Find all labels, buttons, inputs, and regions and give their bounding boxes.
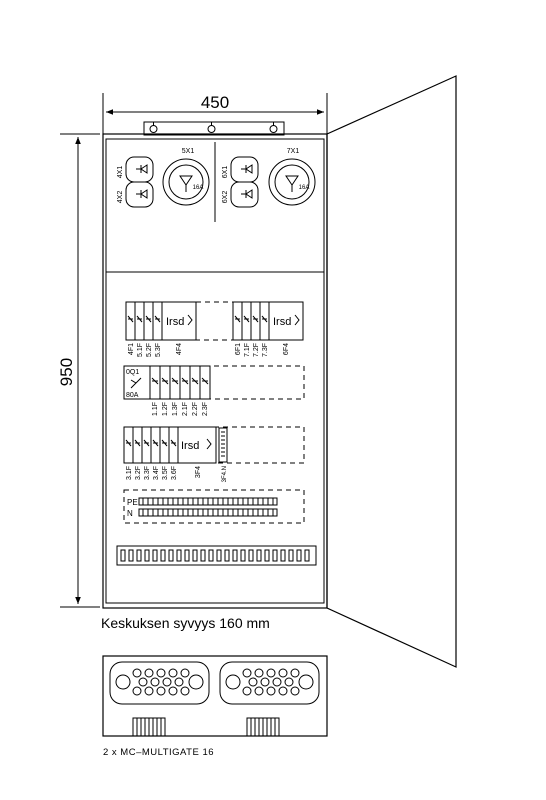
socket-5x1-label: 5X1 (182, 148, 195, 155)
pe-busbar (138, 497, 278, 506)
breaker-label: 2.3F (202, 402, 209, 416)
socket-7x1-label: 7X1 (287, 148, 300, 155)
row1-left-rcd-symbol: Irsd (166, 316, 184, 328)
row1-spare-space (195, 301, 234, 341)
breaker-label: 1.2F (162, 402, 169, 416)
breaker-label: 3.4F (153, 466, 160, 480)
gland-caption: 2 x MC–MULTIGATE 16 (103, 747, 214, 758)
gland-strain-relief (132, 717, 280, 737)
breaker-label: 1.3F (172, 402, 179, 416)
breaker-label: 7.1F (244, 343, 251, 357)
socket-group-right (230, 156, 316, 208)
socket-4x2-label: 4X2 (117, 191, 124, 204)
hanging-bracket (143, 121, 285, 136)
terminal-rail (116, 545, 317, 566)
main-switch-rating: 80A (126, 392, 139, 399)
row3-rcd-symbol: Irsd (181, 440, 199, 452)
n-label: N (127, 509, 133, 518)
pe-label: PE (127, 498, 138, 507)
socket-6x1-label: 6X1 (222, 166, 229, 179)
gland-plate (102, 655, 328, 737)
breaker-label: 5.2F (146, 343, 153, 357)
depth-caption: Keskuksen syvyys 160 mm (101, 615, 270, 631)
breaker-label: 1.1F (152, 402, 159, 416)
main-switch-label: 0Q1 (126, 369, 139, 376)
socket-5x1-rating: 16A (193, 185, 204, 191)
breaker-label: 5.3F (155, 343, 162, 357)
row3-terminal-block (218, 427, 228, 463)
breaker-label: 3.6F (171, 466, 178, 480)
socket-group-left (125, 156, 210, 208)
breaker-label: 4F1 (128, 343, 135, 355)
breaker-label: 2.2F (192, 402, 199, 416)
breaker-label: 3.2F (135, 466, 142, 480)
row2-frame (123, 365, 305, 400)
breaker-label: 3.3F (144, 466, 151, 480)
row2-breakers (149, 365, 211, 400)
rcd-label: 4F4 (176, 343, 183, 355)
breaker-label: 7.2F (253, 343, 260, 357)
socket-7x1-rating: 16A (299, 185, 310, 191)
multigate-left (115, 668, 204, 696)
rcd-label: 3F4 (195, 466, 202, 478)
height-label: 950 (57, 358, 76, 386)
breaker-label: 3.1F (126, 466, 133, 480)
row1-right-breakers (232, 301, 304, 341)
breaker-label: 6F1 (235, 343, 242, 355)
width-dimension (102, 93, 328, 135)
breaker-label: 7.3F (262, 343, 269, 357)
breaker-label: 5.1F (137, 343, 144, 357)
terminal-label: 3F4.N (222, 466, 228, 482)
multigate-right (225, 668, 314, 696)
height-dimension (60, 133, 100, 608)
cabinet-door (326, 75, 457, 668)
breaker-label: 2.1F (182, 402, 189, 416)
breaker-label: 3.5F (162, 466, 169, 480)
mounting-plate (105, 138, 325, 604)
row1-left-breakers (125, 301, 197, 341)
rcd-label: 6F4 (283, 343, 290, 355)
n-busbar (138, 508, 278, 517)
socket-4x1-label: 4X1 (117, 166, 124, 179)
busbar-frame (123, 489, 305, 524)
width-label: 450 (201, 93, 229, 112)
socket-6x2-label: 6X2 (222, 191, 229, 204)
row3-breakers (123, 426, 217, 464)
row1-right-rcd-symbol: Irsd (273, 316, 291, 328)
